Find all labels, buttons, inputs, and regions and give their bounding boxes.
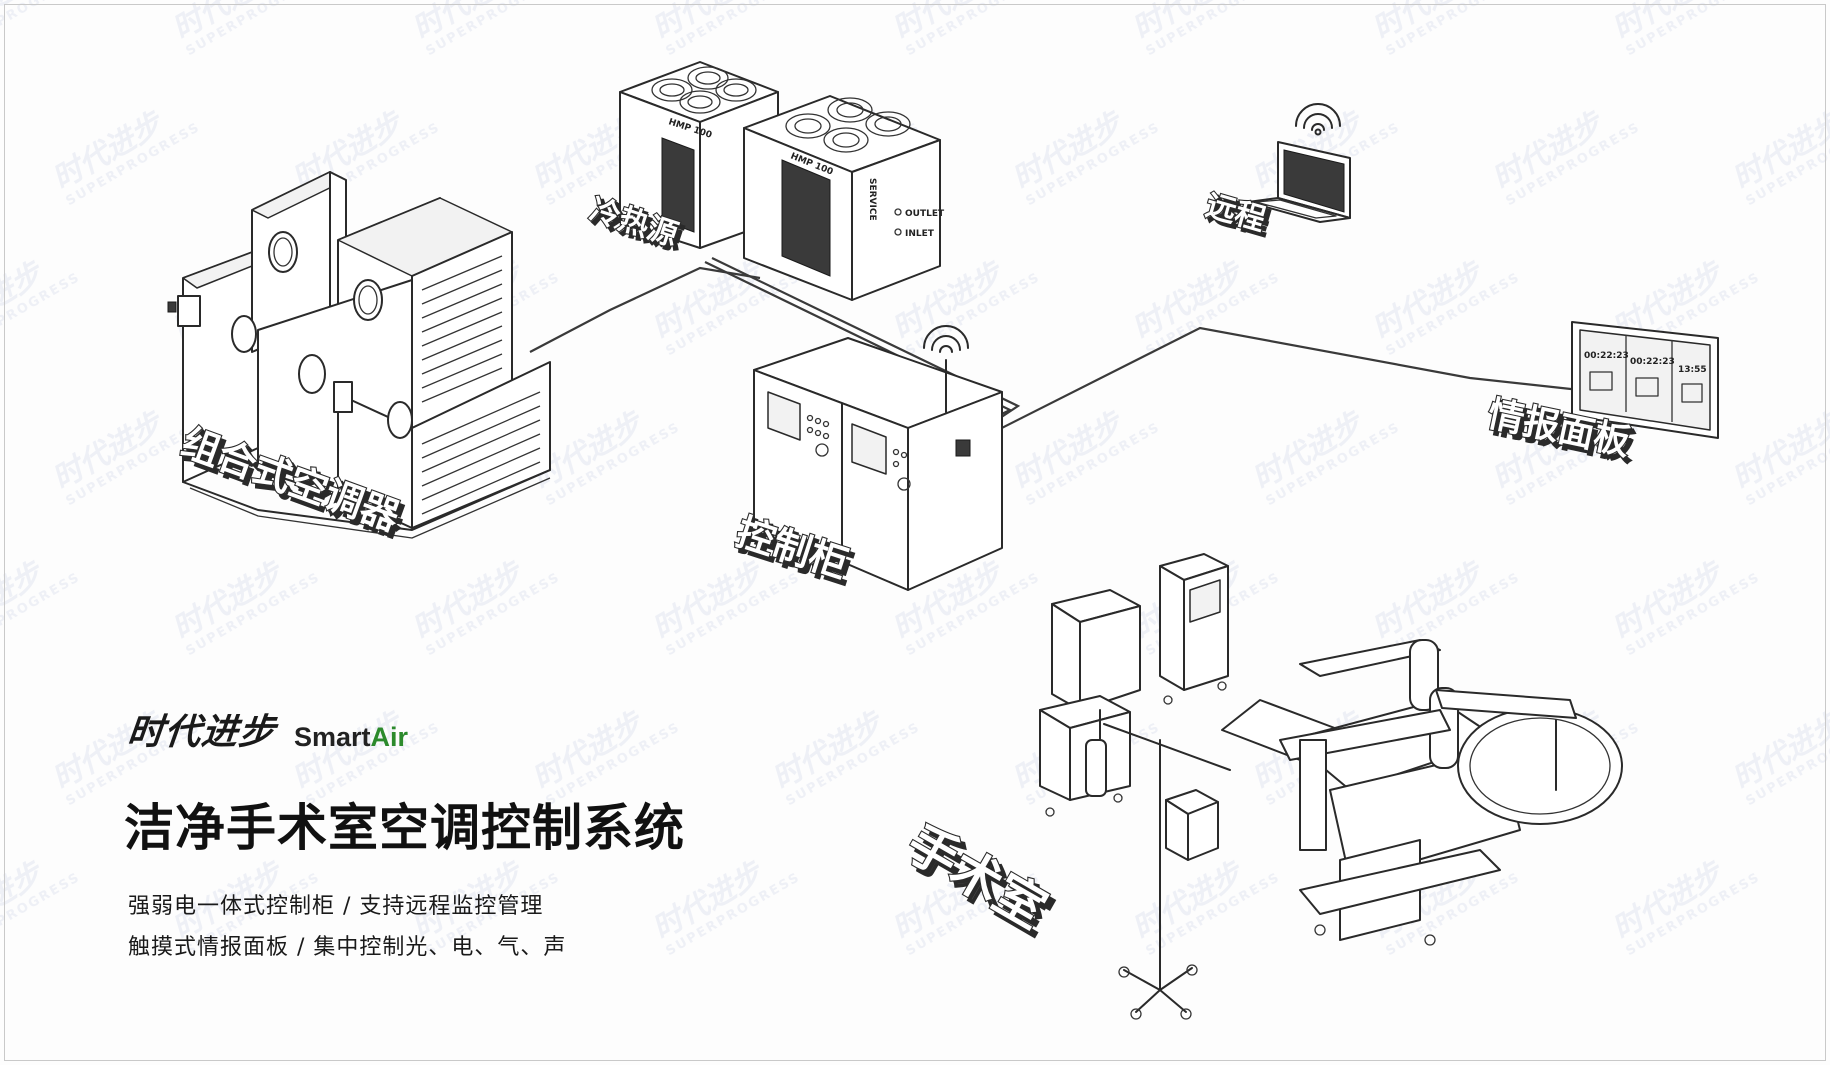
wifi-signal-icon (923, 325, 969, 353)
control-cabinet (753, 325, 1003, 591)
feature-line-1: 强弱电一体式控制柜 / 支持远程监控管理 (128, 894, 544, 919)
fans-right (785, 97, 911, 153)
brand-name-en-lead: Smart (294, 722, 371, 752)
feature-line-2: 触摸式情报面板 / 集中控制光、电、气、声 (128, 935, 567, 960)
panel-clock-1: 00:22:23 (1584, 351, 1629, 361)
ahu-unit (167, 171, 551, 539)
chiller-inlet-text: INLET (905, 229, 935, 239)
svg-text:远程: 远程 (1202, 188, 1269, 238)
brand-name-en-accent: Air (370, 722, 409, 752)
panel-clock-3: 13:55 (1678, 365, 1707, 375)
info-panel: 00:22:23 00:22:23 13:55 (1571, 321, 1719, 439)
label-remote: 远程 远程 (1201, 187, 1275, 243)
remote-laptop (1247, 103, 1351, 223)
panel-clock-2: 00:22:23 (1630, 357, 1675, 367)
connection-lines (529, 257, 1581, 448)
chiller-units: HMP 100 HMP 100 SERVICE OUTLET INLET (619, 61, 945, 301)
chiller-outlet-text: OUTLET (905, 209, 945, 219)
operating-room-equipment (1039, 553, 1623, 1020)
wifi-signal-icon (1295, 103, 1341, 136)
chiller-service-text: SERVICE (867, 178, 877, 221)
page-title: 洁净手术室空调控制系统 (124, 799, 685, 857)
label-operating-room: 手术室 手术室 (896, 813, 1062, 946)
fans-left (651, 66, 757, 114)
brand-name-cn: 时代进步 (125, 712, 278, 753)
svg-text:手术室: 手术室 (897, 814, 1056, 939)
